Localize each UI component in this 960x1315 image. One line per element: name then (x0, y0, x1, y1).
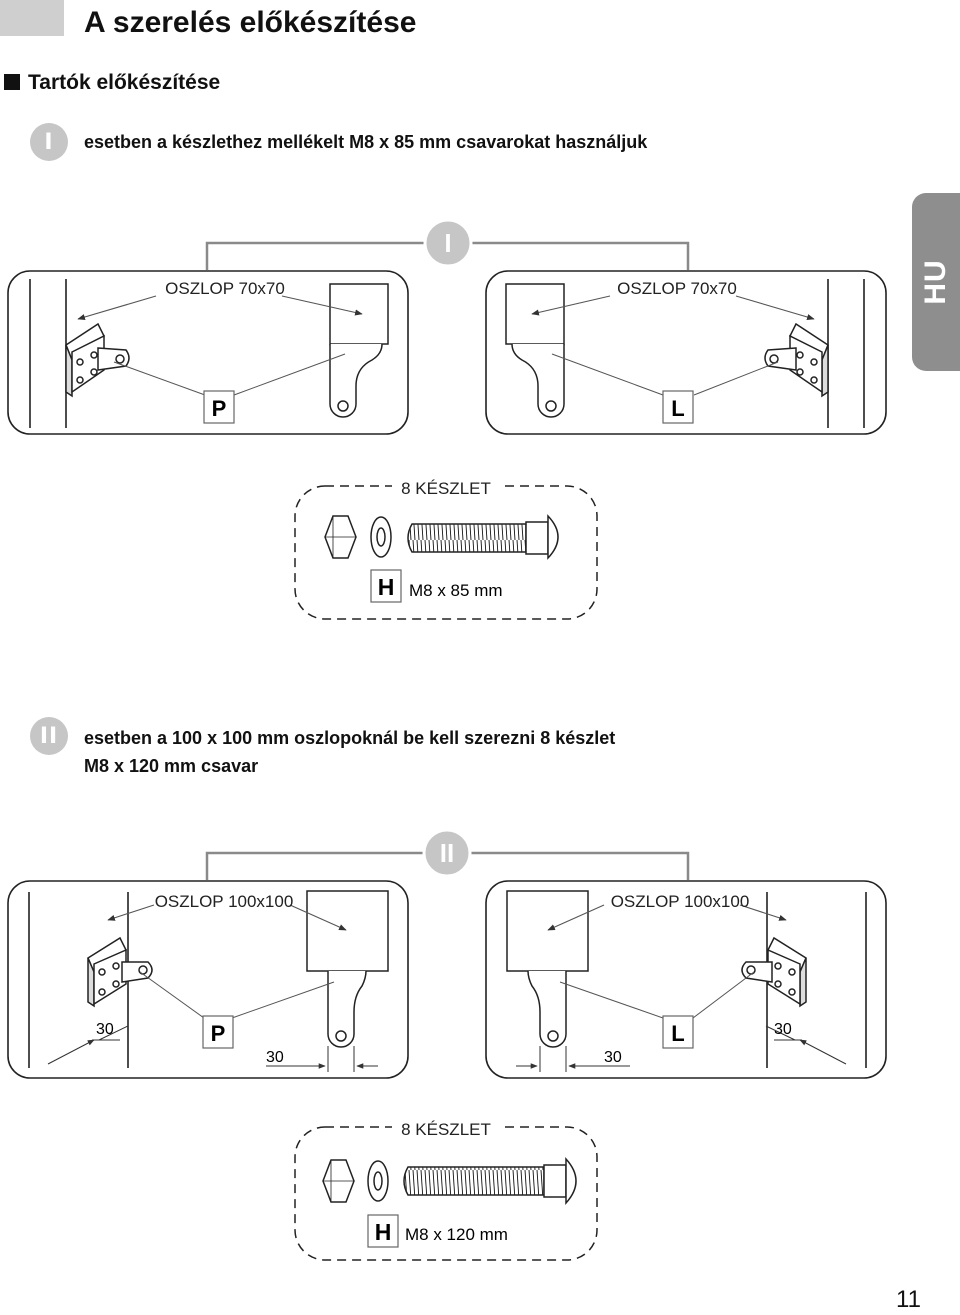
tag-left-ii (202, 1015, 234, 1049)
post-piece-left-i (329, 283, 389, 418)
kit-i-size: M8 x 85 mm (409, 581, 503, 600)
section-title: Tartók előkészítése (28, 71, 221, 94)
bracket-right-i (764, 322, 829, 398)
kit-ii: 8 KÉSZLET H M8 x 120 mm (294, 1115, 598, 1261)
kit-ii-size: M8 x 120 mm (405, 1225, 508, 1244)
dimension-left-bracket: 30 (96, 1021, 114, 1038)
kit-ii-tag (367, 1214, 399, 1248)
kit-i-tag (370, 569, 402, 603)
bolt-icon (403, 1157, 577, 1205)
tag-right-ii (662, 1015, 694, 1049)
tag-left-i (203, 390, 235, 424)
tag-right-i (662, 390, 694, 424)
diagram-ii: II OSZLOP 100x100 P 30 (7, 828, 887, 1079)
nut-icon (322, 1159, 355, 1203)
washer-icon (367, 1160, 389, 1202)
bracket-left-ii (87, 936, 153, 1008)
diagram-ii-badge-label: II (440, 838, 454, 868)
page-title: A szerelés előkészítése (84, 6, 417, 39)
option-ii-text-line2: M8 x 120 mm csavar (84, 756, 259, 776)
dimension-right-bracket: 30 (774, 1021, 792, 1038)
option-ii-text-line1: esetben a 100 x 100 mm oszlopoknál be ke… (84, 728, 616, 748)
post-piece-left-ii (306, 890, 389, 1048)
dimension-left-post: 30 (266, 1049, 284, 1066)
tag-left-i-label: P (212, 396, 227, 421)
tag-right-ii-label: L (671, 1021, 684, 1046)
roman-badge-ii-label: II (39, 723, 59, 749)
post-piece-right-i (505, 283, 565, 418)
diagram-i: I OSZLOP 70x70 P (7, 218, 887, 435)
tag-right-i-label: L (671, 396, 684, 421)
kit-ii-count: 8 KÉSZLET (401, 1120, 491, 1139)
roman-badge-i-label: I (44, 129, 54, 155)
option-i-text: esetben a készlethez mellékelt M8 x 85 m… (84, 132, 648, 152)
post-label-left-ii: OSZLOP 100x100 (155, 892, 294, 911)
panel-left-i (7, 270, 409, 435)
diagram-ii-badge (422, 828, 472, 878)
kit-i: 8 KÉSZLET H M8 x 85 mm (294, 474, 598, 620)
panel-right-ii (485, 880, 887, 1079)
post-label-right-i: OSZLOP 70x70 (617, 279, 737, 298)
option-ii-text: esetben a 100 x 100 mm oszlopoknál be ke… (84, 724, 615, 780)
page-number: 11 (896, 1286, 921, 1313)
panel-left-ii (7, 880, 409, 1079)
panel-right-i (485, 270, 887, 435)
bracket-left-i (65, 322, 130, 398)
bolt-icon (407, 514, 559, 560)
bracket-right-ii (741, 936, 807, 1008)
kit-i-tag-label: H (378, 574, 395, 600)
roman-badge-i: I (30, 123, 68, 161)
kit-i-count: 8 KÉSZLET (401, 479, 491, 498)
diagram-i-badge (423, 218, 473, 268)
washer-icon (370, 516, 392, 558)
diagram-i-badge-label: I (444, 228, 451, 258)
post-label-right-ii: OSZLOP 100x100 (611, 892, 750, 911)
tag-left-ii-label: P (211, 1021, 226, 1046)
post-piece-right-ii (506, 890, 589, 1048)
dimension-right-post: 30 (604, 1049, 622, 1066)
kit-ii-tag-label: H (375, 1219, 392, 1245)
post-label-left-i: OSZLOP 70x70 (165, 279, 285, 298)
section-square-icon (4, 74, 20, 90)
nut-icon (324, 515, 357, 559)
roman-badge-ii: II (30, 717, 68, 755)
header-gray-box (0, 0, 64, 36)
language-tab-hu: HU (912, 193, 960, 371)
